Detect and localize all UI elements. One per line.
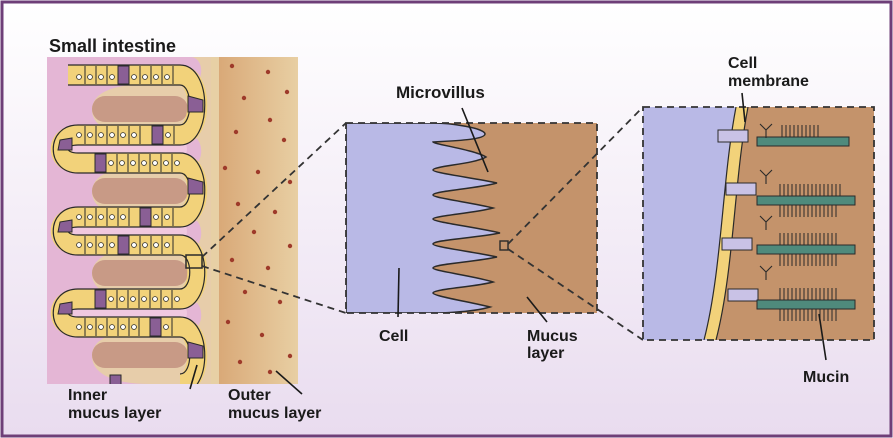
label-mucin: Mucin (803, 369, 849, 386)
outer-mucus-band (219, 57, 298, 384)
label-inner-mucus-line1: Inner (68, 387, 107, 404)
label-mucus-line1: Mucus (527, 328, 578, 345)
label-inner-mucus-line2: mucus layer (68, 405, 161, 422)
membrane-panel (643, 107, 874, 340)
label-outer-mucus-line1: Outer (228, 387, 271, 404)
small-intestine-panel (47, 57, 298, 394)
title-small-intestine: Small intestine (49, 36, 176, 56)
label-cell: Cell (379, 328, 408, 345)
label-outer-mucus-line2: mucus layer (228, 405, 321, 422)
label-cell-membrane-line1: Cell (728, 55, 757, 72)
label-mucus-line2: layer (527, 345, 564, 362)
label-cell-membrane-line2: membrane (728, 73, 809, 90)
label-microvillus: Microvillus (396, 83, 485, 102)
